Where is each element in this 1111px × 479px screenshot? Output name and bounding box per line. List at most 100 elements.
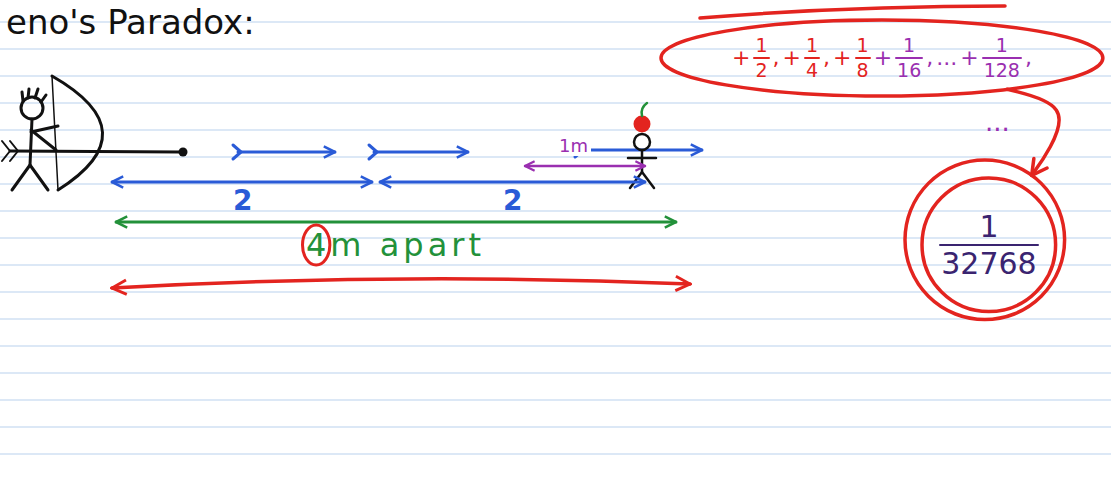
fraction-part: 1 (806, 35, 818, 56)
flight-steps (233, 143, 702, 159)
archer-arms (31, 126, 58, 150)
fraction: 18 (857, 35, 869, 81)
fraction-part: 4 (806, 60, 818, 81)
series-symbol: , (773, 46, 780, 70)
fraction-part: 1 (857, 35, 869, 56)
emphasis-stroke (700, 6, 1005, 18)
term: , (1025, 46, 1032, 70)
fraction-part: 16 (897, 60, 921, 81)
connector-arrow (1007, 89, 1059, 175)
fraction-bar (895, 57, 923, 59)
ruled-line (0, 453, 1111, 454)
dimension-lines (112, 6, 1005, 288)
apple-stem (642, 103, 647, 116)
distance-label: 4m apart (306, 228, 485, 263)
term: , (823, 46, 830, 70)
fraction-bar (855, 57, 871, 59)
inner-circle (922, 178, 1056, 312)
series-symbol: + (783, 46, 801, 70)
ellipse-line (661, 20, 1103, 96)
target-figure (628, 134, 656, 188)
fraction-bar (804, 57, 820, 59)
ruled-line (0, 210, 1111, 211)
target-legs (630, 172, 654, 188)
result-circle: 1 32768 (902, 157, 1068, 323)
emphasis-arrow (112, 279, 690, 288)
target-body (641, 150, 644, 172)
term: + (960, 46, 978, 70)
fraction-bar (982, 57, 1022, 59)
target-arms (628, 157, 656, 160)
series-symbol: , (1025, 46, 1032, 70)
fraction-part: 8 (857, 60, 869, 81)
node-content: +12,+14,+18+116,...+1128, (732, 35, 1032, 81)
term: + (732, 46, 750, 70)
series-symbol: + (833, 46, 851, 70)
fraction-part: 1 (996, 35, 1008, 56)
ruled-line (0, 75, 1111, 76)
ruled-line (0, 426, 1111, 427)
term: , (773, 46, 780, 70)
dimension-label: 2 (503, 186, 522, 217)
ruled-line (0, 345, 1111, 346)
node-content: 1 32768 (939, 210, 1038, 280)
ruled-line (0, 318, 1111, 319)
fraction-part: 32768 (941, 247, 1036, 280)
fraction: 116 (897, 35, 921, 81)
page-title: eno's Paradox: (6, 4, 255, 41)
term: + (874, 46, 892, 70)
connector-line (1007, 89, 1059, 175)
bow-string (52, 76, 58, 190)
ruled-line (0, 129, 1111, 130)
fraction-part: 1 (979, 210, 998, 243)
archer-legs (12, 165, 48, 190)
fraction: 12 (755, 35, 767, 81)
arrow-shaft (10, 151, 180, 152)
term: + (783, 46, 801, 70)
archer-body (30, 119, 32, 165)
fraction-bar (753, 57, 769, 59)
series-symbol: ... (936, 46, 957, 70)
fraction: 14 (806, 35, 818, 81)
arrow-tail (369, 145, 377, 159)
bow (52, 76, 103, 190)
dimension-arrow (525, 165, 645, 168)
outer-circle (905, 160, 1065, 320)
dimension-arrow (112, 181, 372, 184)
dimension-arrow (116, 221, 676, 224)
ruled-lines (0, 22, 1111, 454)
fraction-part: 2 (755, 60, 767, 81)
arrow-tip (179, 148, 188, 157)
fraction: 1128 (984, 35, 1020, 81)
archer-hair (22, 89, 46, 102)
series-symbol: + (732, 46, 750, 70)
term: ... (936, 46, 957, 70)
dimension-arrow (380, 181, 645, 184)
series-symbol: , (823, 46, 830, 70)
fraction-part: 128 (984, 60, 1020, 81)
ruled-line (0, 183, 1111, 184)
series-symbol: , (926, 46, 933, 70)
fraction-bar (939, 244, 1038, 246)
term: + (833, 46, 851, 70)
ruled-line (0, 237, 1111, 238)
fraction-part: 1 (903, 35, 915, 56)
step-arrow (238, 151, 335, 154)
ellipsis: ... (985, 108, 1010, 137)
ruled-line (0, 399, 1111, 400)
fraction: 1 32768 (941, 210, 1036, 280)
ruled-line (0, 156, 1111, 157)
ruled-line (0, 372, 1111, 373)
dimension-label: 1m (556, 136, 591, 156)
target-head (634, 134, 650, 150)
dimension-label: 2 (233, 186, 252, 217)
series-symbol: + (874, 46, 892, 70)
fraction-part: 1 (755, 35, 767, 56)
series-symbol: + (960, 46, 978, 70)
archer-figure (2, 76, 180, 190)
series-ellipse: +12,+14,+18+116,...+1128, (659, 18, 1105, 98)
ruled-line (0, 102, 1111, 103)
